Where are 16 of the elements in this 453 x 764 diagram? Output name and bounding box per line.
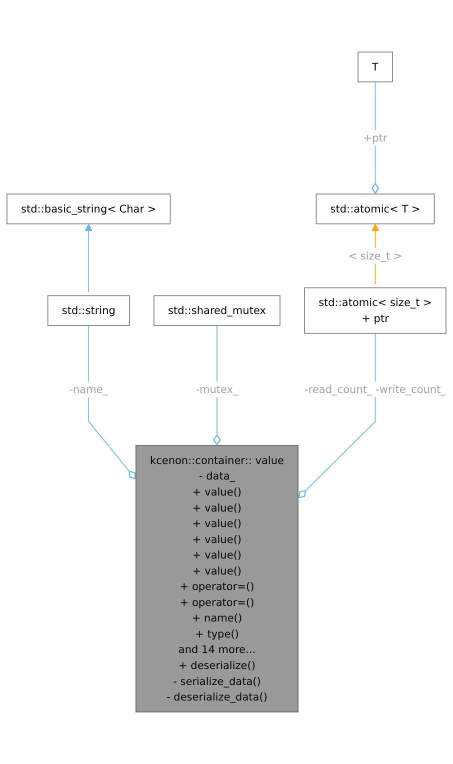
- node-box: std::atomic< size_t > + ptr: [304, 287, 446, 334]
- edge-label: -name_: [69, 383, 108, 396]
- edge-label: -read_count_ -write_count_: [304, 383, 446, 396]
- connector: [298, 332, 376, 499]
- edge-label: +ptr: [363, 132, 388, 144]
- node-box: std::basic_string< Char >: [6, 194, 171, 224]
- node-box: T: [358, 52, 393, 82]
- connector: [88, 325, 136, 480]
- node-box: std::atomic< T >: [316, 194, 435, 224]
- node-box: std::shared_mutex: [154, 295, 280, 326]
- connector: [371, 81, 380, 194]
- node-box: std::string: [47, 295, 130, 326]
- edge-label: < size_t >: [348, 250, 402, 262]
- arrow: [84, 224, 92, 293]
- node-box: kcenon::container:: value - data_ + value() + value() + value() + value() + value() + value() + operator=() + operator=() + name() + type() and 14 more... + deserialize() - serialize_data() - deserialize_data(): [136, 445, 298, 712]
- edge-label: -mutex_: [196, 383, 238, 396]
